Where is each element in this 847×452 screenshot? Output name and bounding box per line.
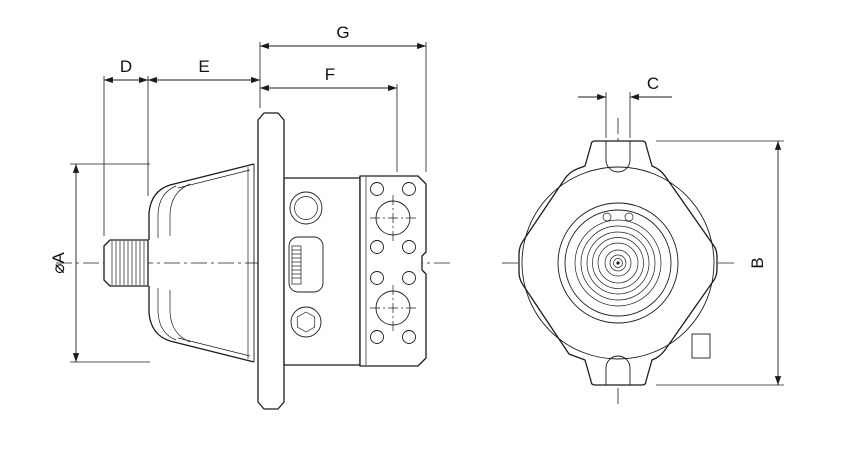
top-port-circle (289, 191, 323, 225)
mounting-flange (257, 112, 285, 410)
shaft-splined (103, 239, 149, 287)
top-ear-slot (605, 141, 631, 173)
spline-bore (291, 245, 302, 285)
screw-head-left (602, 212, 612, 222)
dim-label-diameter-a: ⌀A (49, 252, 68, 274)
drain-boss (691, 333, 711, 359)
shaft-spline-hatch (111, 241, 145, 285)
bottom-ear-slot (605, 355, 631, 385)
main-port-a (370, 195, 416, 241)
dim-label-d: D (120, 57, 132, 76)
dim-label-e: E (198, 57, 209, 76)
screw-head-right (624, 212, 634, 222)
front-view: C B (502, 74, 784, 404)
dimension-b: B (656, 140, 784, 386)
concentric-rings (521, 166, 715, 360)
dim-label-b: B (748, 257, 767, 268)
bolt-holes (370, 182, 416, 344)
dimension-a: ⌀A (49, 163, 150, 363)
dimension-c: C (578, 74, 672, 138)
spline-bore-hatch (292, 249, 301, 279)
side-view: ⌀A D E F G (49, 23, 450, 410)
valve-end-cap (359, 175, 427, 367)
dimension-f: F (260, 65, 398, 172)
main-port-b (370, 285, 416, 331)
dimension-d: D (103, 57, 149, 236)
dim-label-f: F (325, 65, 335, 84)
dimension-g: G (260, 23, 427, 172)
dim-label-g: G (336, 23, 349, 42)
side-port-window (288, 236, 324, 293)
motor-body (283, 177, 361, 366)
dimension-e: E (148, 42, 261, 108)
hex-plug (296, 311, 316, 333)
drain-plug-circle (290, 306, 322, 338)
dim-label-c: C (647, 74, 659, 93)
bell-housing (148, 163, 255, 363)
shaft-center-dot (616, 261, 620, 265)
